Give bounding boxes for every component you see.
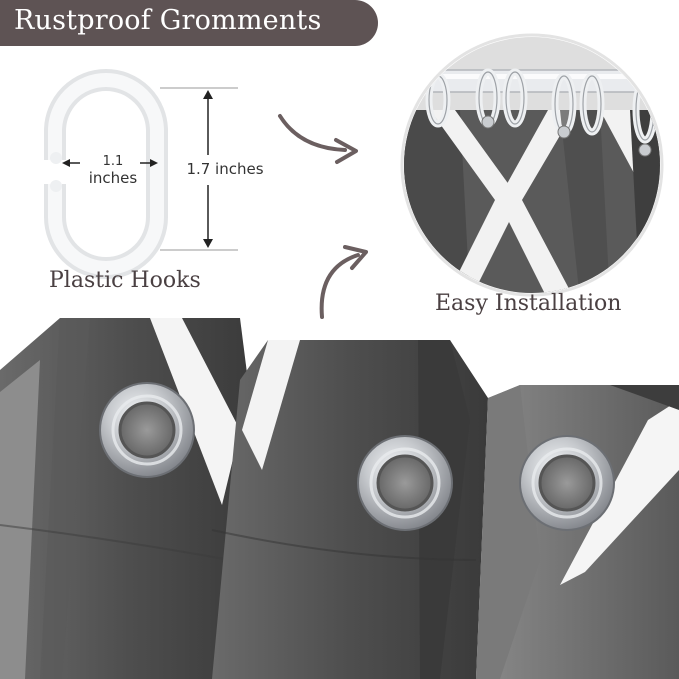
curved-arrow-icon: [278, 114, 358, 164]
banner-title: Rustproof Gromments: [14, 5, 322, 36]
grommets: [99, 382, 615, 531]
grommet-ring: [99, 382, 195, 478]
height-dimension: [160, 87, 238, 251]
hook-width-value: 1.1: [102, 154, 124, 169]
curtain-panels: [0, 318, 679, 679]
title-banner: Rustproof Gromments: [0, 0, 378, 46]
width-dimension: [62, 159, 158, 167]
grommet-ring: [519, 435, 615, 531]
hooks-caption: Plastic Hooks: [49, 268, 201, 293]
hook-height-label: 1.7 inches: [186, 160, 264, 178]
grommet-ring: [357, 435, 453, 531]
plastic-hook-icon: [40, 69, 168, 279]
curved-arrow-icon: [319, 245, 368, 319]
installation-inset: [400, 33, 664, 297]
hook-width-unit: inches: [88, 169, 138, 187]
installation-caption: Easy Installation: [435, 291, 622, 316]
hook-width-label: 1.1 inches: [88, 154, 138, 186]
